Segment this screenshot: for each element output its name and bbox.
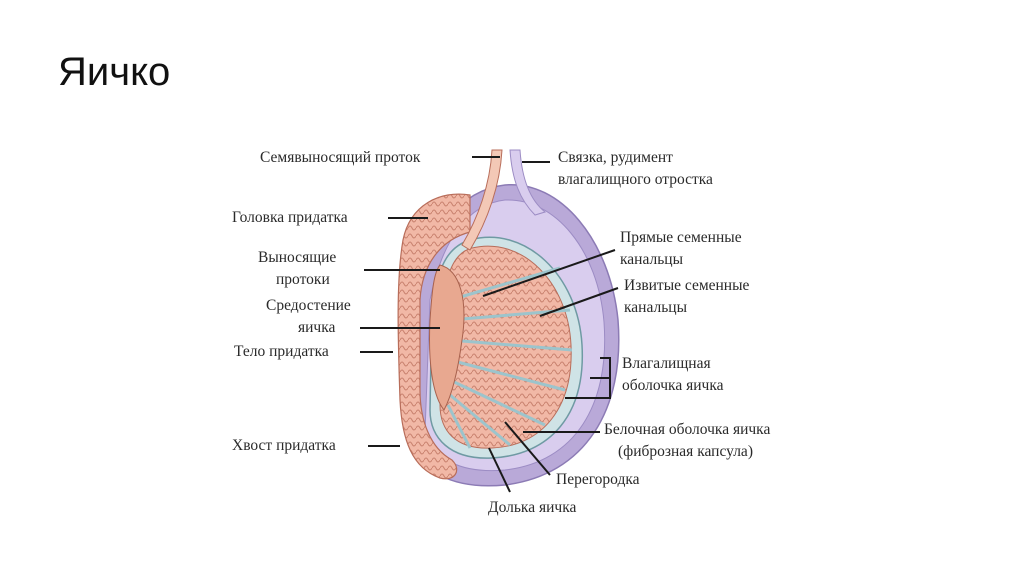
label-mediastinum-1: Средостение — [266, 297, 351, 314]
label-lobule: Долька яичка — [488, 499, 576, 516]
label-straight-1: Прямые семенные — [620, 229, 742, 246]
label-straight-2: канальцы — [620, 251, 684, 268]
label-ligament-2: влагалищного отростка — [558, 171, 713, 188]
label-epididymis-tail: Хвост придатка — [232, 437, 336, 454]
label-efferent-2: протоки — [276, 271, 330, 288]
label-vaginalis-1: Влагалищная — [622, 355, 711, 372]
label-convoluted-1: Извитые семенные — [624, 277, 750, 294]
label-vaginalis-2: оболочка яичка — [622, 377, 724, 394]
label-albuginea-1: Белочная оболочка яичка — [604, 421, 770, 438]
label-ligament-1: Связка, рудимент — [558, 149, 673, 166]
label-convoluted-2: канальцы — [624, 299, 688, 316]
label-septum: Перегородка — [556, 471, 640, 488]
label-vas-deferens: Семявыносящий проток — [260, 149, 421, 166]
label-epididymis-head: Головка придатка — [232, 209, 348, 226]
label-efferent-1: Выносящие — [258, 249, 336, 266]
label-albuginea-2: (фиброзная капсула) — [618, 443, 753, 460]
label-mediastinum-2: яичка — [298, 319, 336, 336]
label-epididymis-body: Тело придатка — [234, 343, 329, 360]
